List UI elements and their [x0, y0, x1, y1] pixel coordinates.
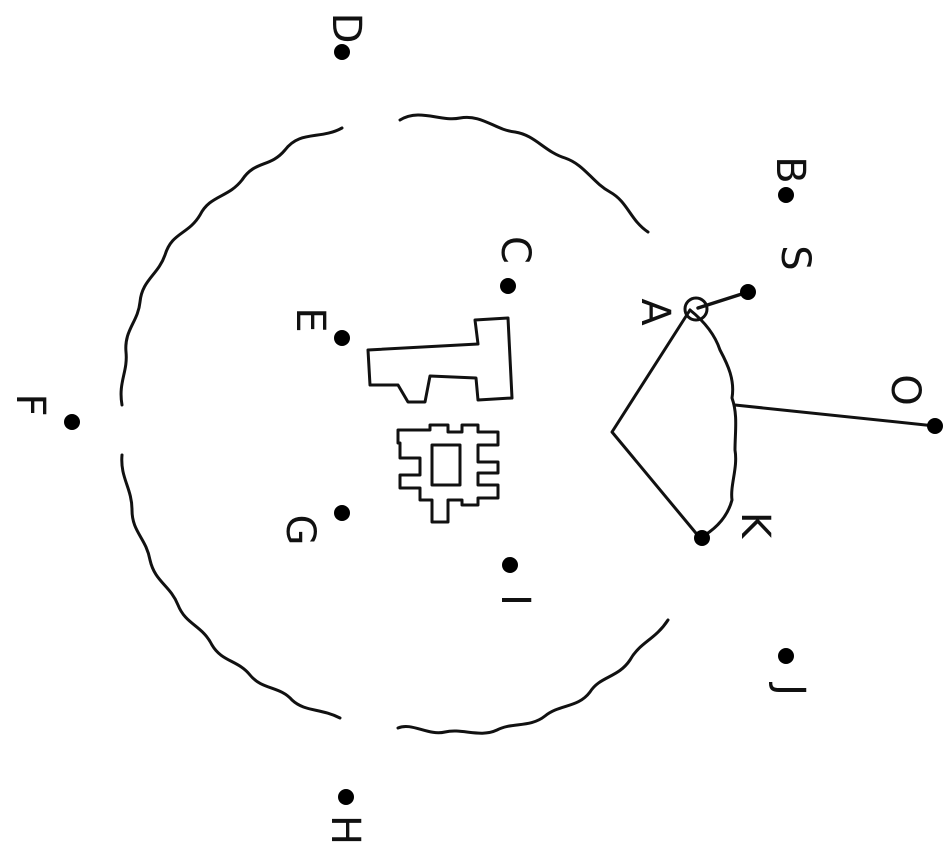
point-g-label: G [277, 515, 323, 546]
point-h-dot [338, 789, 354, 805]
point-c-dot [500, 278, 516, 294]
point-o-label: O [882, 374, 928, 405]
point-markers [64, 44, 943, 805]
point-a-label: A [632, 298, 678, 326]
point-e-dot [334, 330, 350, 346]
wavy-arc-right [398, 113, 650, 234]
hash-symbol-outline [396, 423, 500, 524]
point-a-ring [683, 296, 709, 322]
point-j-label: J [767, 681, 813, 696]
hash-inner [430, 443, 462, 487]
point-k-dot [694, 530, 710, 546]
sector-edge-a [610, 308, 702, 540]
point-k-label: K [732, 512, 778, 540]
point-i-label: I [492, 594, 538, 606]
point-g-dot [334, 505, 350, 521]
point-e-label: E [287, 307, 333, 332]
wavy-arc-left-lower [120, 453, 342, 720]
point-s-dot [740, 284, 756, 300]
point-i-dot [502, 557, 518, 573]
point-f-label: F [7, 393, 53, 416]
point-b-label: B [767, 156, 813, 183]
point-o-dot [927, 418, 943, 434]
wavy-arc-left [119, 126, 344, 407]
point-b-dot [778, 187, 794, 203]
point-j-dot [778, 648, 794, 664]
point-d-label: D [323, 13, 369, 44]
sector-arc [688, 308, 738, 540]
point-d-dot [334, 44, 350, 60]
point-c-label: C [492, 236, 538, 264]
numeral-one-outline [366, 316, 514, 404]
point-f-dot [64, 414, 80, 430]
point-h-label: H [322, 815, 368, 845]
point-s-label: S [772, 245, 818, 270]
wavy-arc-right-lower [396, 618, 670, 735]
point-labels: D B S C E A F O G I K J H [7, 13, 928, 845]
line-to-o [733, 403, 937, 428]
